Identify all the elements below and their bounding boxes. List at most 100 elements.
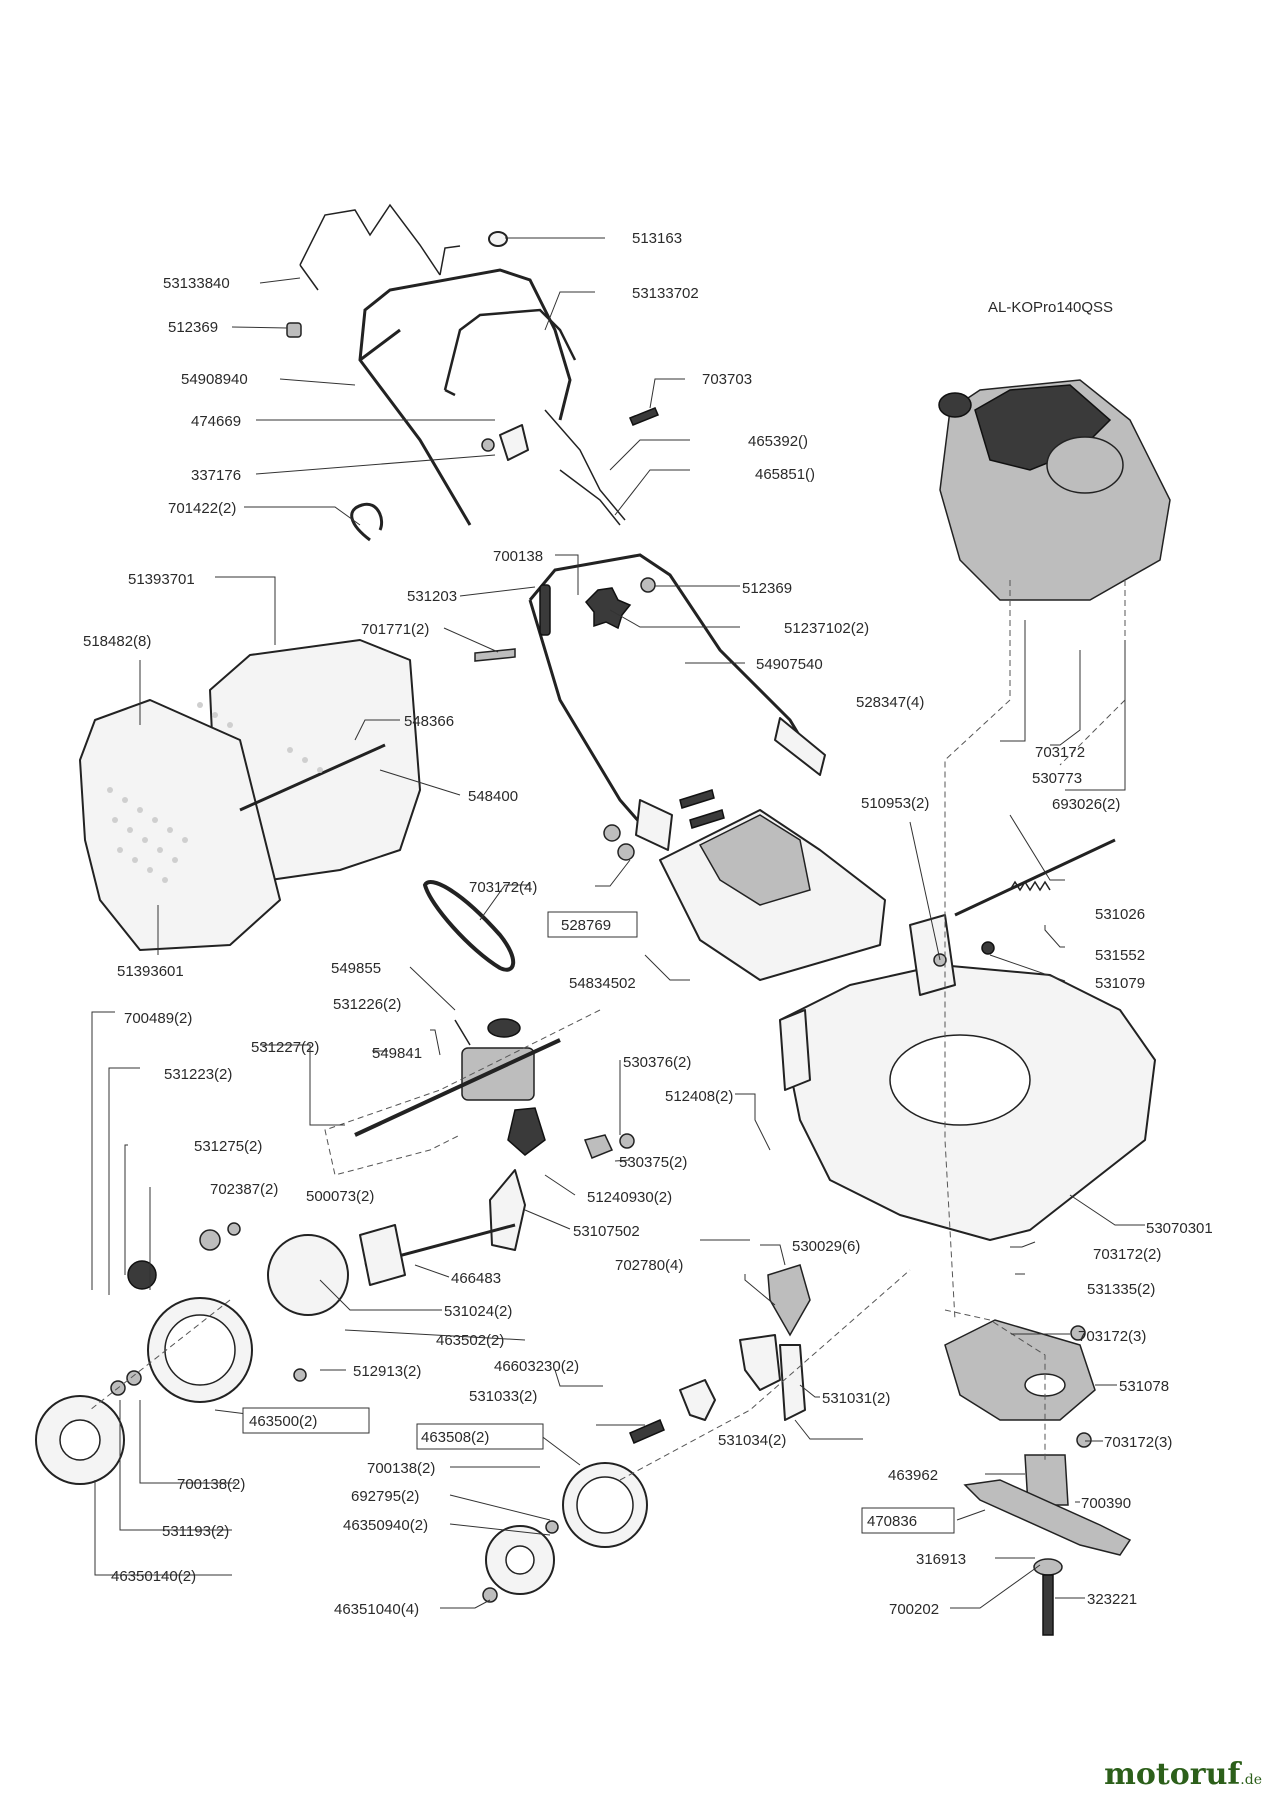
part-label: 531552 (1095, 947, 1145, 964)
part-label: 53107502 (573, 1223, 640, 1240)
pedal-part (507, 1107, 546, 1156)
part-label: 530375(2) (619, 1154, 687, 1171)
part-label: 51240930(2) (587, 1189, 672, 1206)
nut-part (981, 941, 995, 955)
bolt-part (689, 809, 725, 829)
engine-fuelcap (938, 392, 972, 418)
hubcap-part (505, 1545, 535, 1575)
part-label: 531226(2) (333, 996, 401, 1013)
bolt-part (629, 1419, 665, 1444)
part-label: 700138 (493, 548, 543, 565)
handle-bracket-part (774, 717, 826, 776)
site-watermark-logo: motoruf.de (1104, 1757, 1262, 1792)
part-label: 692795(2) (351, 1488, 419, 1505)
nut-part (1076, 1432, 1092, 1448)
part-label: 512913(2) (353, 1363, 421, 1380)
callout-box (547, 911, 638, 938)
bolt-part (679, 789, 715, 809)
part-label: 513163 (632, 230, 682, 247)
blade-adapter-part (944, 1319, 1096, 1421)
washer-part (1033, 1558, 1063, 1576)
drive-shaft-part (354, 1038, 561, 1137)
callout-box (416, 1423, 544, 1450)
part-label: 53133702 (632, 285, 699, 302)
part-label: 531078 (1119, 1378, 1169, 1395)
nut-part (640, 577, 656, 593)
part-label: 500073(2) (306, 1188, 374, 1205)
part-label: 531031(2) (822, 1390, 890, 1407)
nut-part (286, 322, 302, 338)
assembly-centerline (324, 1009, 601, 1176)
part-label: 530773 (1032, 770, 1082, 787)
cable-part (544, 409, 626, 521)
adapter-sleeve-part (1024, 1454, 1069, 1506)
upper-handle-part (358, 268, 572, 526)
control-bar-part (443, 308, 577, 397)
part-label: 701771(2) (361, 621, 429, 638)
part-label: 510953(2) (861, 795, 929, 812)
part-label: 54908940 (181, 371, 248, 388)
lower-handle-part (528, 553, 822, 841)
part-label: 316913 (916, 1551, 966, 1568)
part-label: 531033(2) (469, 1388, 537, 1405)
gearbox-pulley (487, 1018, 521, 1038)
bushing-part (199, 1229, 221, 1251)
nut-part (603, 824, 621, 842)
part-label: 51393701 (128, 571, 195, 588)
part-label: 531223(2) (164, 1066, 232, 1083)
part-label: 549855 (331, 960, 381, 977)
part-label: 466483 (451, 1270, 501, 1287)
part-label: 703172(2) (1093, 1246, 1161, 1263)
part-label: 703172(3) (1078, 1328, 1146, 1345)
part-label: 531335(2) (1087, 1281, 1155, 1298)
callout-box (861, 1507, 955, 1534)
part-label: 46351040(4) (334, 1601, 419, 1618)
washer-part (126, 1370, 142, 1386)
part-label: 703703 (702, 371, 752, 388)
upper-clip-part (299, 203, 461, 291)
leader-lines (91, 237, 1145, 1609)
height-plate-part (679, 1379, 716, 1421)
part-label: 702780(4) (615, 1257, 683, 1274)
part-label: 470836 (867, 1513, 917, 1530)
part-label: 54907540 (756, 656, 823, 673)
part-label: 463500(2) (249, 1413, 317, 1430)
part-label: 531026 (1095, 906, 1145, 923)
bushing-part (583, 1134, 614, 1159)
engine-aircleaner (1046, 436, 1124, 494)
ratchet-part (127, 1260, 157, 1290)
flap-hump (698, 814, 811, 906)
handle-bracket-part (635, 799, 673, 851)
part-label: 518482(8) (83, 633, 151, 650)
part-label: 46350940(2) (343, 1517, 428, 1534)
part-label: 51237102(2) (784, 620, 869, 637)
part-label: 528769 (561, 917, 611, 934)
part-label: 53070301 (1146, 1220, 1213, 1237)
part-label: 512369 (742, 580, 792, 597)
cable-part (559, 469, 621, 526)
part-label: 700138(2) (177, 1476, 245, 1493)
bracket-part (499, 424, 529, 461)
wheel-bracket-part (779, 1344, 806, 1421)
assembly-centerline (944, 1309, 1046, 1460)
part-label: 700138(2) (367, 1460, 435, 1477)
part-label: 463508(2) (421, 1429, 489, 1446)
catcher-rod (239, 743, 386, 812)
lever-part (539, 584, 551, 636)
callout-box (242, 1407, 370, 1434)
cable-hook (454, 1019, 471, 1046)
bolt-part (474, 648, 516, 662)
part-label: 701422(2) (168, 500, 236, 517)
drive-belt-part (422, 880, 516, 972)
assembly-centerline (944, 580, 1011, 1321)
clip-ring-part (350, 502, 384, 542)
part-label: 337176 (191, 467, 241, 484)
hubcap-part (59, 1419, 101, 1461)
part-label: 531024(2) (444, 1303, 512, 1320)
part-label: 531193(2) (162, 1523, 229, 1540)
cap-part (482, 1587, 498, 1603)
part-label: 700202 (889, 1601, 939, 1618)
catcher-texture (107, 702, 323, 883)
deck-bracket (909, 914, 956, 996)
part-label: 700489(2) (124, 1010, 192, 1027)
